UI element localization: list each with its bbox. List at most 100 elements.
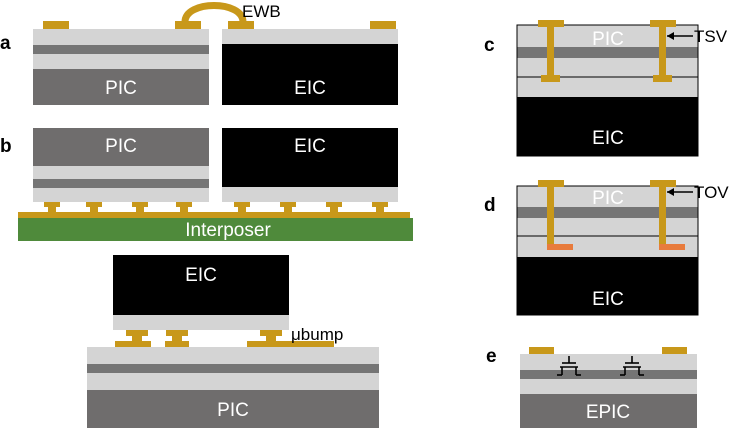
tsv-pad	[541, 75, 560, 82]
arrow-icon	[667, 188, 674, 196]
pic-label: PIC	[105, 78, 137, 99]
pic-waveguide-layer	[87, 364, 379, 373]
pic-substrate	[87, 390, 379, 428]
eic-top-layer	[222, 29, 398, 44]
tov	[547, 187, 554, 245]
interposer-label: Interposer	[185, 220, 271, 241]
pic-label: PIC	[592, 188, 624, 209]
bump	[176, 202, 192, 213]
transistor-icon	[620, 356, 644, 376]
panel-a: a PIC EIC EWB	[0, 2, 398, 105]
bond-pad	[43, 21, 69, 29]
micro-bump	[115, 330, 151, 347]
pic-cladding-bottom	[87, 373, 379, 390]
panel-c: c PIC EIC TSV	[484, 20, 728, 157]
wire-bond	[181, 2, 247, 23]
tov	[659, 187, 666, 245]
eic-label: EIC	[185, 265, 217, 286]
pic-substrate	[33, 128, 209, 166]
eic-label: EIC	[592, 128, 624, 149]
tov-landing	[547, 244, 573, 250]
pic-cladding-top	[87, 347, 379, 364]
tov-pad	[538, 180, 564, 187]
epic-label: EPIC	[586, 402, 630, 423]
eic-body	[222, 44, 398, 105]
tov-landing	[659, 244, 685, 250]
micro-bump	[165, 330, 189, 347]
eic-body	[517, 97, 698, 156]
stack-outline	[516, 24, 699, 157]
pic-cladding	[33, 188, 209, 202]
tsv-label: TSV	[694, 27, 728, 46]
pic-cladding-top	[517, 25, 698, 47]
pic-label: PIC	[105, 136, 137, 157]
epic-substrate	[520, 394, 697, 428]
tsv-group	[538, 20, 676, 82]
panel-b-label: b	[0, 136, 12, 157]
pic-cladding-top	[517, 186, 698, 207]
pic-waveguide-layer	[517, 47, 698, 58]
pic-cladding-bottom	[33, 54, 209, 69]
tsv-pad	[653, 75, 672, 82]
stack-outline	[516, 185, 699, 316]
panel-b: b PIC EIC Interposer	[0, 128, 413, 241]
tov-label: TOV	[694, 183, 729, 202]
bond-pad	[175, 21, 201, 29]
eic-top-layer	[517, 236, 698, 257]
panel-c-label: c	[484, 35, 495, 56]
pic-waveguide-layer	[33, 45, 209, 54]
eic-label: EIC	[294, 78, 326, 99]
eic-body	[113, 255, 289, 315]
pic-label: PIC	[592, 29, 624, 50]
pic-cladding	[33, 166, 209, 179]
transistor-icon	[557, 356, 581, 376]
eic-label: EIC	[592, 289, 624, 310]
bump	[86, 202, 102, 213]
bump	[280, 202, 296, 213]
bump	[326, 202, 342, 213]
eic-bottom-layer	[113, 315, 289, 330]
pic-cladding	[517, 58, 698, 77]
bump	[234, 202, 250, 213]
epic-cladding	[520, 379, 697, 394]
pic-label: PIC	[217, 400, 249, 421]
pic-waveguide-layer	[33, 179, 209, 188]
bump	[44, 202, 60, 213]
panel-d: d PIC EIC TOV	[484, 180, 729, 316]
interposer	[18, 218, 413, 241]
panel-b-lower: EIC μbump PIC	[87, 255, 379, 428]
panel-e-label: e	[486, 346, 497, 367]
eic-label: EIC	[294, 136, 326, 157]
tsv	[659, 27, 666, 75]
tov-group	[538, 180, 685, 250]
bond-pad	[529, 347, 554, 354]
eic-body	[517, 257, 698, 315]
panel-a-label: a	[0, 33, 11, 54]
pic-cladding	[517, 218, 698, 236]
tsv	[547, 27, 554, 75]
eic-bottom-layer	[222, 187, 398, 202]
epic-waveguide-layer	[520, 370, 697, 379]
eic-top-layer	[517, 77, 698, 97]
epic-top-layer	[520, 354, 697, 370]
ewb-label: EWB	[242, 2, 281, 21]
bump-row	[115, 330, 334, 347]
tsv-pad	[650, 20, 676, 27]
interposer-metal-layer	[18, 212, 410, 218]
ubump-label: μbump	[291, 325, 343, 344]
pic-cladding-top	[33, 29, 209, 45]
panel-d-label: d	[484, 195, 496, 216]
bond-pad	[662, 347, 687, 354]
tsv-pad	[538, 20, 564, 27]
bump	[372, 202, 388, 213]
bond-pad	[370, 21, 396, 29]
bump-row	[44, 202, 388, 213]
arrow-icon	[667, 32, 674, 40]
pic-waveguide-layer	[517, 207, 698, 218]
panel-e: e EPIC	[486, 346, 697, 428]
micro-bump	[247, 330, 334, 347]
tov-pad	[650, 180, 676, 187]
pic-substrate	[33, 69, 209, 105]
eic-body	[222, 128, 398, 187]
